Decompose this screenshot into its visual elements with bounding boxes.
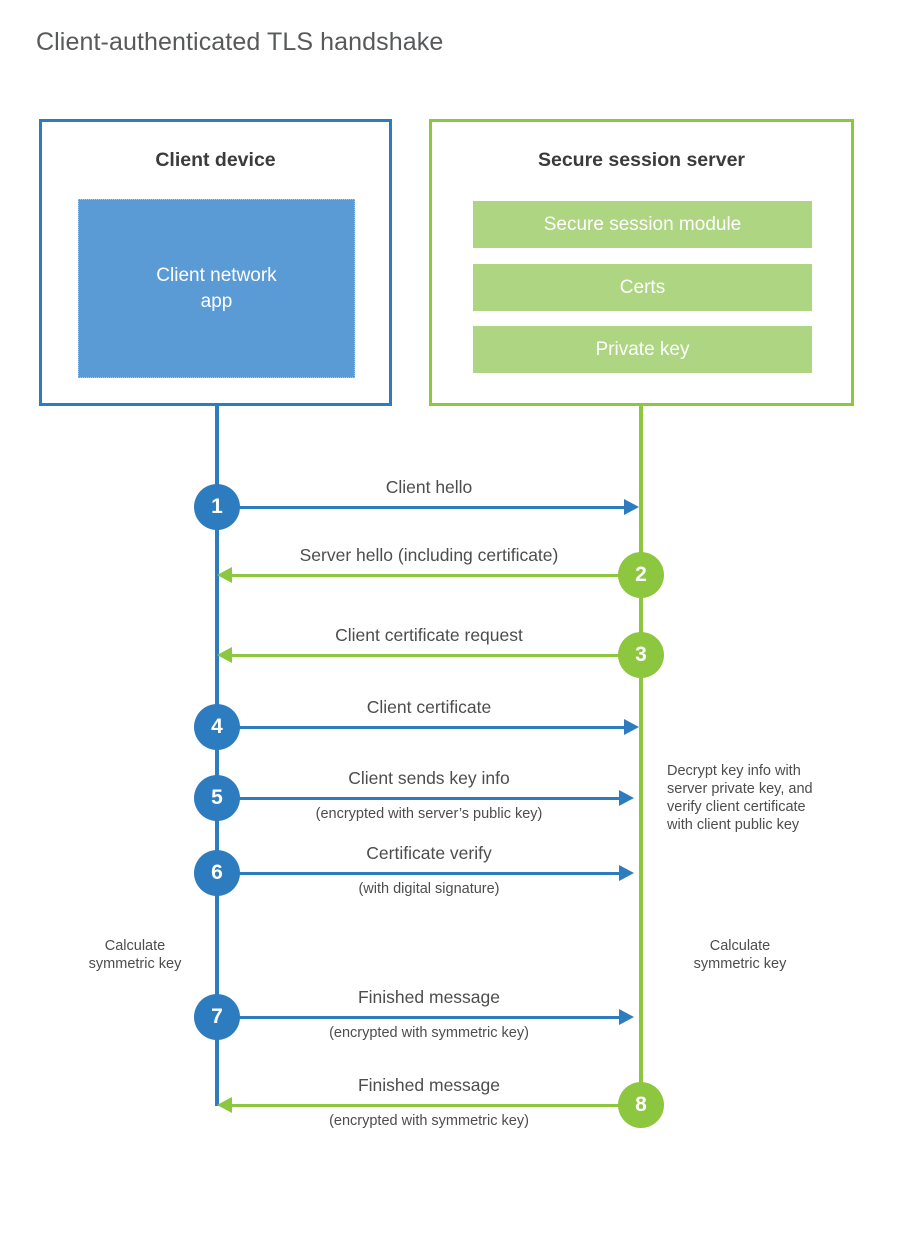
message-sublabel-5: (encrypted with server’s public key) [315,806,543,822]
step-badge-1: 1 [194,484,240,530]
step-badge-6: 6 [194,850,240,896]
message-line-1 [217,506,624,509]
arrow-head-left-icon [217,567,232,583]
page-title: Client-authenticated TLS handshake [36,28,444,56]
message-label-5: Client sends key info [348,768,510,788]
client-network-app-label: Client network app [156,264,277,312]
message-sublabel-8: (encrypted with symmetric key) [329,1113,529,1129]
message-line-8 [232,1104,641,1107]
client-network-app-block: Client network app [78,199,355,378]
server-module-private-key: Private key [473,326,812,373]
message-label-3: Client certificate request [335,625,523,645]
annotation-decrypt-key-info: Decrypt key info with server private key… [667,763,813,833]
step-badge-5: 5 [194,775,240,821]
arrow-head-right-icon [624,719,639,735]
step-badge-8: 8 [618,1082,664,1128]
server-module-secure-session-module: Secure session module [473,201,812,248]
client-device-box: Client device Client network app [39,119,392,406]
client-lifeline [215,406,219,1106]
message-line-3 [232,654,641,657]
message-line-4 [217,726,624,729]
message-line-7 [217,1016,619,1019]
step-badge-2: 2 [618,552,664,598]
arrow-head-right-icon [619,790,634,806]
arrow-head-right-icon [619,865,634,881]
server-module-label: Secure session module [543,213,742,235]
step-badge-7: 7 [194,994,240,1040]
secure-session-server-box: Secure session server Secure session mod… [429,119,854,406]
message-line-2 [232,574,641,577]
message-label-7: Finished message [357,987,501,1007]
arrow-head-left-icon [217,647,232,663]
arrow-head-right-icon [619,1009,634,1025]
message-sublabel-6: (with digital signature) [358,881,500,897]
server-lifeline [639,406,643,1106]
message-label-2: Server hello (including certificate) [299,545,559,565]
step-badge-4: 4 [194,704,240,750]
client-device-title: Client device [155,149,276,171]
step-badge-3: 3 [618,632,664,678]
server-module-label: Private key [595,338,690,360]
message-label-6: Certificate verify [366,843,492,863]
secure-session-server-title: Secure session server [537,149,746,171]
arrow-head-left-icon [217,1097,232,1113]
message-line-6 [217,872,619,875]
message-label-1: Client hello [385,477,473,497]
message-label-4: Client certificate [366,697,492,717]
server-module-certs: Certs [473,264,812,311]
arrow-head-right-icon [624,499,639,515]
annotation-calculate-symmetric-key-client: Calculate symmetric key [88,938,182,972]
message-sublabel-7: (encrypted with symmetric key) [329,1025,529,1041]
message-line-5 [217,797,619,800]
annotation-calculate-symmetric-key-server: Calculate symmetric key [693,938,787,972]
server-module-label: Certs [619,276,666,298]
message-label-8: Finished message [357,1075,501,1095]
